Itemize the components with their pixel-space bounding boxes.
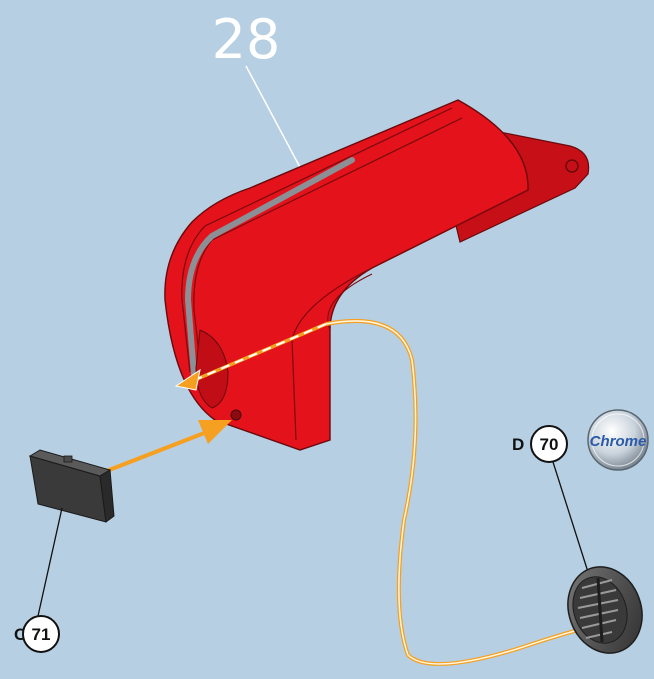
chrome-badge-label: Chrome — [590, 433, 647, 450]
callout-c-leader — [38, 508, 62, 616]
assembly-arrow — [104, 430, 212, 472]
chrome-finish-badge: Chrome — [588, 410, 648, 470]
callout-c: C 71 — [14, 616, 59, 652]
callout-c-number: 71 — [32, 625, 51, 644]
callout-d-number: 70 — [540, 435, 559, 454]
black-lens-part — [30, 450, 114, 522]
callout-d: D 70 — [512, 426, 567, 462]
part-number-label: 28 — [212, 8, 281, 71]
callout-d-leader — [553, 462, 588, 572]
assembly-arrowhead — [198, 420, 232, 444]
callout-d-letter: D — [512, 435, 524, 454]
red-body-part — [165, 100, 589, 450]
grille-part — [556, 556, 654, 663]
